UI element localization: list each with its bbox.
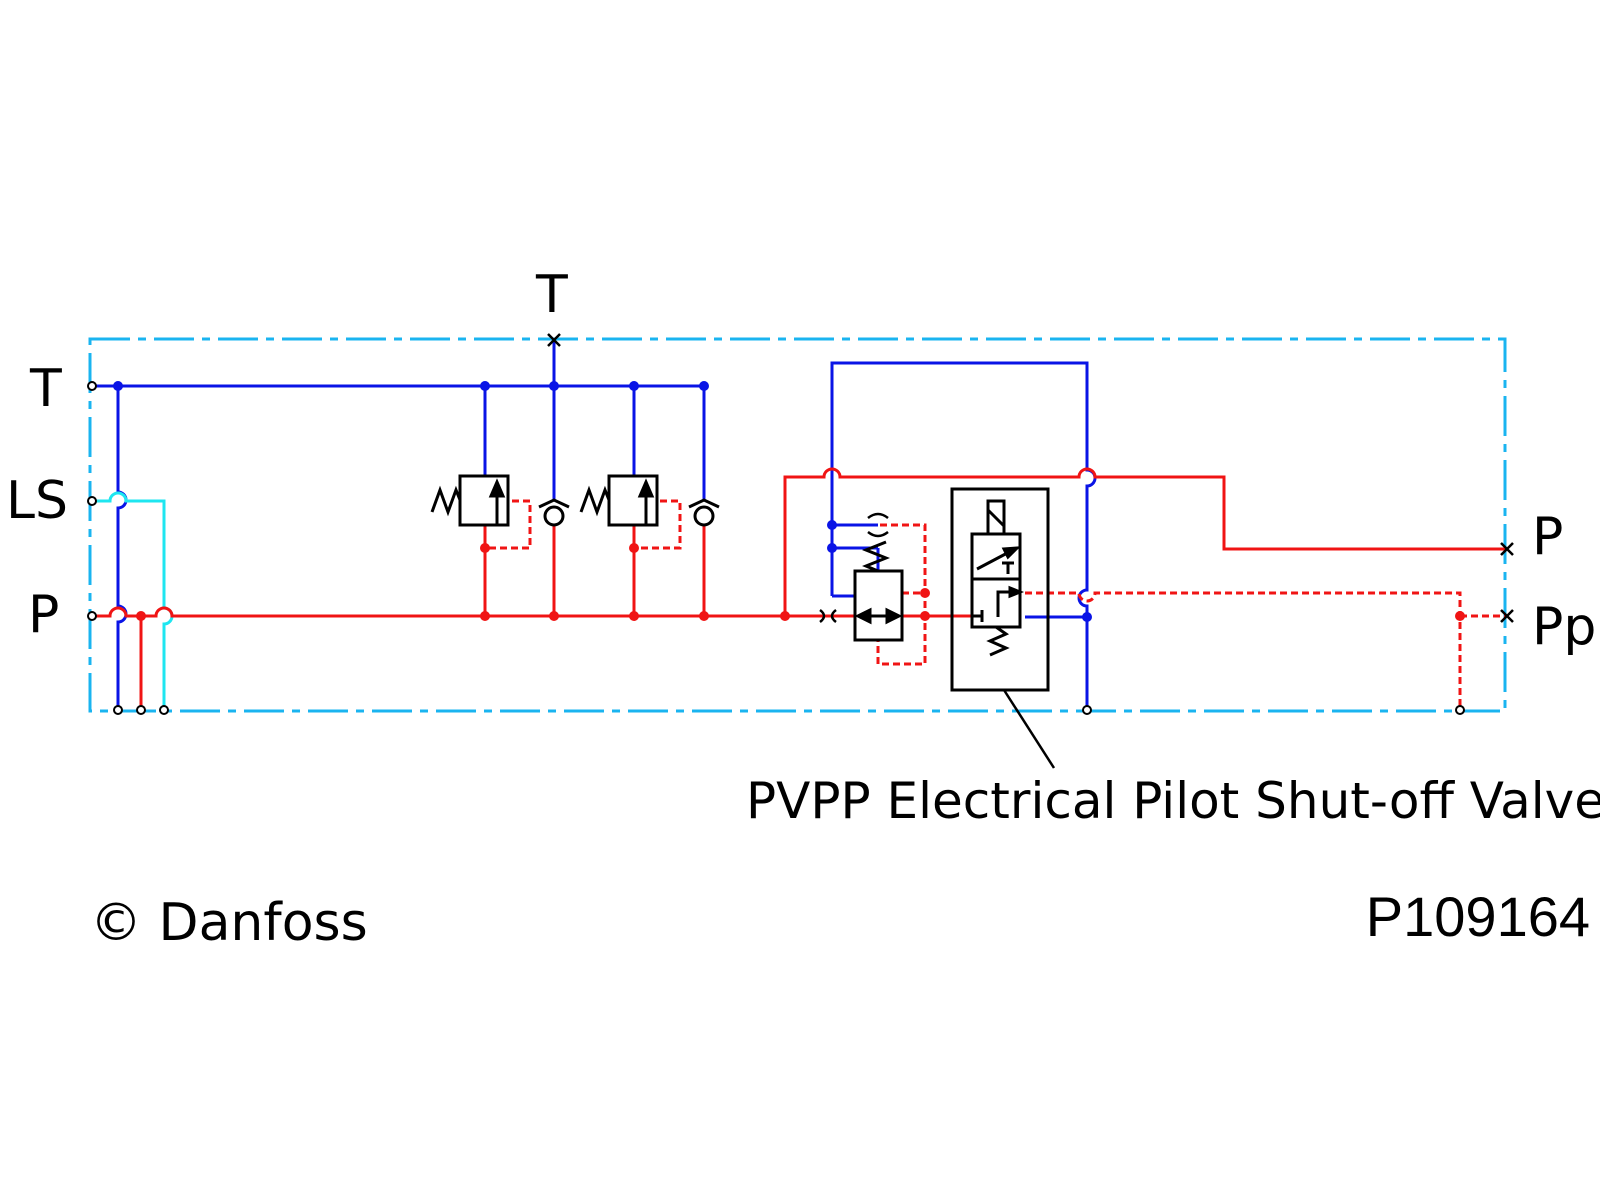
relief-valve-1 xyxy=(430,474,510,527)
copyright-text: © Danfoss xyxy=(90,893,368,953)
spring-icon xyxy=(430,485,462,517)
check-valve-2 xyxy=(688,498,720,527)
port-label-P-right: P xyxy=(1532,507,1563,567)
port-label-T-top: T xyxy=(535,265,568,325)
check-valve-1 xyxy=(538,498,570,527)
tank-lines xyxy=(92,341,1097,708)
port-label-T-left: T xyxy=(29,359,62,419)
load-sense-line xyxy=(92,491,174,708)
port-markers xyxy=(87,381,1465,715)
pressure-lines xyxy=(92,467,1507,708)
port-label-P-left: P xyxy=(28,585,59,645)
spring-icon xyxy=(986,625,1010,657)
junction-dots xyxy=(113,381,1465,622)
port-label-LS: LS xyxy=(6,471,68,531)
port-label-Pp: Pp xyxy=(1532,597,1596,657)
orifice-icon xyxy=(819,609,837,623)
solenoid-valve xyxy=(950,487,1050,692)
component-caption: PVPP Electrical Pilot Shut-off Valve xyxy=(746,772,1600,830)
caption-leader xyxy=(1002,689,1056,769)
orifice-icon xyxy=(867,512,889,538)
valve-block-boundary xyxy=(88,337,1507,713)
drawing-code: P109164 xyxy=(1366,885,1590,948)
spring-icon xyxy=(579,485,611,517)
pressure-reducing-valve xyxy=(819,512,904,642)
spring-icon xyxy=(861,540,891,573)
relief-valve-2 xyxy=(579,474,659,527)
valve-housing xyxy=(950,487,1050,692)
pilot-lines xyxy=(485,499,1507,708)
port-x-markers xyxy=(547,333,1514,623)
